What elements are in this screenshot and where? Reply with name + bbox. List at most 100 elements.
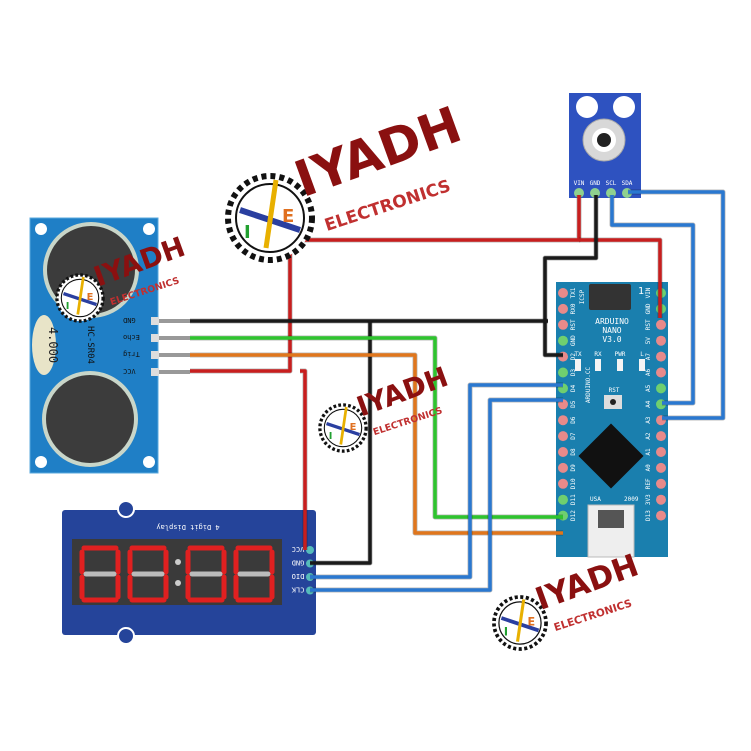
pin-a7[interactable]: [656, 351, 666, 362]
pin-label-vin: VIN: [574, 180, 585, 187]
pin-label: D6: [570, 416, 577, 424]
pin-label: RX0: [570, 303, 577, 314]
pin-label: A4: [645, 400, 652, 408]
screwdriver-icon: [76, 276, 85, 315]
pin-ref[interactable]: [656, 478, 666, 489]
trig-wire[interactable]: [190, 353, 563, 535]
logo-mark: E: [282, 206, 294, 227]
pin-d10[interactable]: [558, 478, 568, 489]
led-label: PWR: [615, 351, 626, 358]
digit-segments: [233, 545, 275, 603]
pin-tx1[interactable]: [558, 288, 568, 298]
pin-3v3[interactable]: [656, 494, 666, 505]
pin-trig[interactable]: [151, 351, 159, 359]
pin-label-vcc: VCC: [123, 367, 136, 375]
pin-label: D8: [570, 448, 577, 456]
pin-vcc[interactable]: [151, 368, 159, 376]
pin-label: D9: [570, 464, 577, 472]
led: [617, 359, 623, 371]
pin-d8[interactable]: [558, 447, 568, 457]
pin-vcc[interactable]: [306, 546, 314, 554]
pin-label: GND: [645, 303, 652, 314]
pin-label: D13: [645, 510, 652, 521]
scl-wire[interactable]: [610, 195, 695, 405]
pin-gnd[interactable]: [558, 335, 568, 346]
led: [639, 359, 645, 371]
display-title: 4 Digit Display: [156, 523, 219, 531]
pin-label-gnd: GND: [292, 559, 305, 567]
pin-label-echo: Echo: [123, 333, 140, 341]
pin-label: A6: [645, 369, 652, 377]
pin-vin[interactable]: [574, 188, 584, 198]
pin-d5[interactable]: [558, 399, 568, 410]
power-wire[interactable]: [579, 238, 662, 318]
clk-wire[interactable]: [310, 398, 563, 592]
led-label: TX: [574, 351, 582, 358]
pin-label-dio: DIO: [292, 572, 305, 580]
pin-d9[interactable]: [558, 462, 568, 473]
pin-d7[interactable]: [558, 431, 568, 442]
pin-a1[interactable]: [656, 447, 666, 457]
reset-label: RST: [609, 387, 620, 394]
pin-rst[interactable]: [558, 319, 568, 330]
pin-rx0[interactable]: [558, 303, 568, 314]
pin-a6[interactable]: [656, 367, 666, 378]
pin-label-vcc: VCC: [292, 545, 305, 553]
pin-label-gnd: GND: [590, 180, 601, 187]
screwdriver-icon: [263, 179, 279, 249]
pin-gnd[interactable]: [151, 317, 159, 325]
logo-mark: E: [527, 615, 535, 628]
pin-label: D7: [570, 432, 577, 440]
pin-label-sda: SDA: [622, 180, 633, 187]
pin-label: RST: [570, 319, 577, 330]
logo-mark: I: [504, 625, 508, 638]
pin-label: D3: [570, 369, 577, 377]
pin-label: 5V: [645, 337, 652, 345]
led-label: RX: [594, 351, 602, 358]
ground-wire[interactable]: [543, 195, 598, 357]
pin-a0[interactable]: [656, 462, 666, 473]
led-label: L: [640, 351, 644, 358]
icsp-label: ICSP: [579, 289, 586, 304]
pin-label: TX1: [570, 287, 577, 298]
pin-label: D5: [570, 400, 577, 408]
crystal-label: 4.000: [46, 327, 60, 363]
pin-label: GND: [570, 335, 577, 346]
pin-d3[interactable]: [558, 367, 568, 378]
icsp-pin-one: 1: [638, 286, 644, 297]
led: [575, 359, 581, 371]
year-label: 2009: [624, 496, 639, 503]
usb-port[interactable]: [587, 504, 635, 558]
pin-label: REF: [645, 478, 652, 489]
pin-d13[interactable]: [656, 510, 666, 521]
board-brand: ARDUINO.CC: [585, 367, 592, 404]
power-wire[interactable]: [300, 369, 307, 550]
pin-label: D2: [570, 353, 577, 361]
pin-a5[interactable]: [656, 383, 666, 394]
ground-wire[interactable]: [310, 321, 372, 565]
logo-mark: I: [244, 222, 251, 243]
pin-label: A7: [645, 353, 652, 361]
pin-a2[interactable]: [656, 431, 666, 442]
pin-5v[interactable]: [656, 335, 666, 346]
pin-d11[interactable]: [558, 494, 568, 505]
pin-label: A5: [645, 384, 652, 392]
pin-label: D10: [570, 478, 577, 489]
pin-label: A1: [645, 448, 652, 456]
wires: [190, 189, 726, 593]
dio-wire[interactable]: [310, 383, 563, 579]
pin-label: RST: [645, 319, 652, 330]
sda-wire[interactable]: [628, 190, 725, 420]
echo-wire[interactable]: [190, 336, 563, 519]
pin-d6[interactable]: [558, 415, 568, 426]
pin-echo[interactable]: [151, 334, 159, 342]
pin-label: D11: [570, 494, 577, 505]
digit-segments: [79, 545, 121, 603]
pin-label: A2: [645, 432, 652, 440]
pin-rst[interactable]: [656, 319, 666, 330]
model-label: HC-SR04: [85, 326, 95, 364]
